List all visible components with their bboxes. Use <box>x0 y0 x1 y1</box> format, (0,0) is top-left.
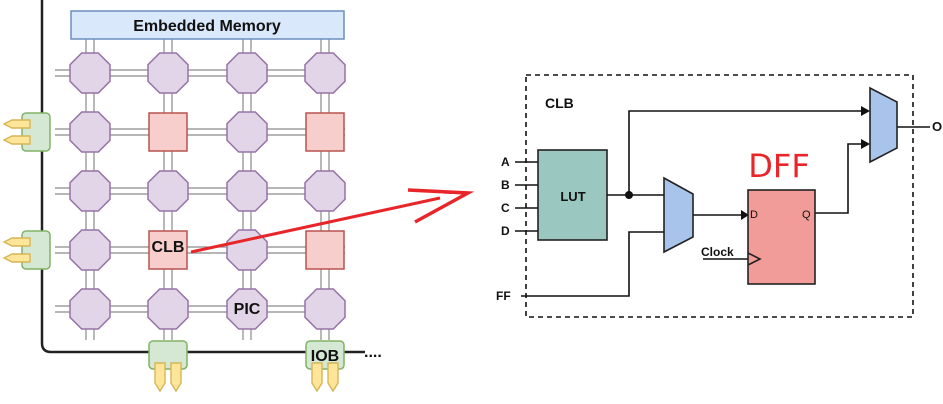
lut-label: LUT <box>560 189 585 204</box>
arrowhead-mux-in1 <box>861 106 870 116</box>
junction-dot <box>625 191 633 199</box>
pic-octagon <box>226 288 268 330</box>
embedded-memory-label: Embedded Memory <box>133 18 281 35</box>
dff-title: DFF <box>748 147 809 185</box>
io-pad <box>2 237 31 247</box>
embedded-memory-block <box>70 10 345 40</box>
iob-label: IOB <box>311 348 339 365</box>
io-pad <box>2 135 31 145</box>
pic-octagon <box>69 229 111 271</box>
iob-left <box>21 112 51 152</box>
chip-boundary <box>40 0 365 354</box>
arrowhead-mux-in2 <box>861 139 870 149</box>
pic-octagon <box>304 52 346 94</box>
wire-ff-input <box>521 231 664 297</box>
io-pad <box>170 362 182 393</box>
clb-label: CLB <box>152 239 185 256</box>
iob-bottom <box>305 340 345 370</box>
clb-tile <box>148 112 188 152</box>
io-pad <box>2 119 31 129</box>
tile-grid <box>69 52 346 330</box>
zoom-arrow <box>190 188 475 254</box>
pic-octagon <box>147 170 189 212</box>
clb-title: CLB <box>545 95 574 111</box>
clock-label: Clock <box>701 245 734 259</box>
clb-tile <box>305 112 345 152</box>
output-label: O <box>932 119 942 134</box>
clb-tile-highlighted <box>148 230 188 270</box>
wire-dff-q <box>815 143 866 214</box>
arrowhead-dff-d <box>741 210 749 220</box>
dff-q-pin: Q <box>802 209 811 221</box>
dff-clock-triangle <box>747 252 762 266</box>
pic-octagon <box>69 52 111 94</box>
io-pad <box>154 362 166 393</box>
ff-input-label: FF <box>496 289 511 303</box>
iob-bottom <box>148 340 188 370</box>
pic-octagon <box>304 288 346 330</box>
wire-lut-bypass <box>628 110 866 195</box>
io-pad <box>311 362 323 393</box>
pic-octagon <box>226 170 268 212</box>
pic-octagon <box>69 288 111 330</box>
pic-octagon <box>147 288 189 330</box>
io-blocks <box>2 112 345 393</box>
pic-octagon <box>69 170 111 212</box>
pic-label: PIC <box>234 301 261 318</box>
iob-left <box>21 230 51 270</box>
lut-block <box>537 149 608 241</box>
lut-input-label-a: A <box>501 155 510 169</box>
fpga-fabric: .... Embedded Memory CLB PIC IOB <box>2 0 382 393</box>
lut-input-label-d: D <box>501 224 510 238</box>
lut-input-label-b: B <box>501 178 510 192</box>
boundary-continuation: .... <box>364 344 382 361</box>
pic-octagon <box>226 52 268 94</box>
io-pad <box>2 253 31 263</box>
dff-block <box>747 189 816 285</box>
lut-input-label-c: C <box>501 201 510 215</box>
pic-octagon <box>304 170 346 212</box>
dff-d-pin: D <box>750 209 758 221</box>
clb-boundary <box>525 74 914 318</box>
ff-select-mux <box>663 176 694 254</box>
pic-octagon <box>147 52 189 94</box>
clb-tile <box>305 230 345 270</box>
clb-wires <box>521 110 930 297</box>
pic-octagon <box>226 111 268 153</box>
pic-octagon <box>69 111 111 153</box>
pic-octagon <box>226 229 268 271</box>
output-mux <box>869 86 898 164</box>
io-pad <box>327 362 339 393</box>
